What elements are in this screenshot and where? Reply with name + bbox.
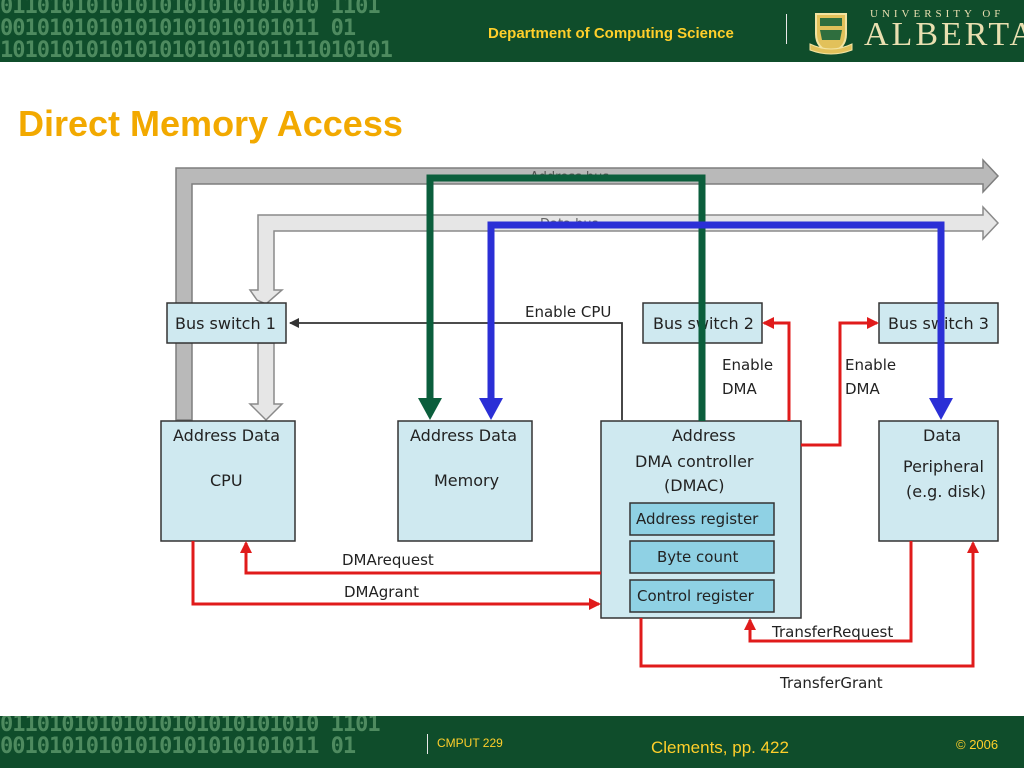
reference-text: Clements, pp. 422: [651, 738, 789, 757]
control-register-label: Control register: [637, 587, 755, 605]
footer-divider: [427, 734, 428, 754]
dma-grant-label: DMAgrant: [344, 583, 419, 601]
enable-dma-2-label-b: DMA: [845, 380, 880, 398]
byte-count-box: [629, 540, 775, 574]
address-register-label: Address register: [636, 510, 759, 528]
dma-data-path-arrowhead-peripheral: [929, 398, 953, 420]
cpu-label: CPU: [210, 471, 243, 490]
dmac-abbr-label: (DMAC): [664, 476, 724, 495]
university-label-small: UNIVERSITY OF: [870, 8, 1005, 20]
copyright-text: © 2006: [956, 737, 999, 752]
university-label-large: ALBERTA: [864, 16, 1024, 53]
dma-grant-signal: [191, 541, 601, 610]
header-banner: 01101010101010101010101010 1101 00101010…: [0, 0, 1024, 62]
dma-address-path-arrowhead: [418, 398, 442, 420]
footer-banner: 01101010101010101010101010 1101 00101010…: [0, 716, 1024, 768]
enable-dma-1-label: Enable: [722, 356, 773, 374]
bus-switch-1-label: Bus switch 1: [175, 314, 276, 333]
enable-cpu-line: [289, 318, 623, 420]
memory-label: Memory: [434, 471, 499, 490]
control-register-box: [629, 579, 775, 613]
transfer-grant-signal: [639, 541, 979, 668]
binary-pattern-row: 00101010101010101010101011 01: [0, 16, 356, 41]
bus-switch-1-box: [166, 302, 287, 344]
enable-dma-2-label: Enable: [845, 356, 896, 374]
course-code: CMPUT 229: [437, 736, 503, 750]
binary-pattern-row: 00101010101010101010101011 01: [0, 734, 356, 759]
peripheral-example-label: (e.g. disk): [906, 482, 986, 501]
byte-count-label: Byte count: [657, 548, 738, 566]
transfer-grant-label: TransferGrant: [779, 674, 883, 692]
peripheral-label: Peripheral: [903, 457, 984, 476]
memory-pins-label: Address Data: [410, 426, 517, 445]
dma-data-path: [487, 221, 945, 403]
dma-address-path: [426, 174, 706, 421]
slide-title: Direct Memory Access: [18, 103, 403, 144]
dmac-pin-label: Address: [672, 426, 736, 445]
enable-dma-signal-2: [801, 317, 879, 447]
dma-request-signal: [240, 541, 601, 575]
enable-cpu-label: Enable CPU: [525, 303, 611, 321]
address-register-box: [629, 502, 775, 536]
dma-data-path-arrowhead-memory: [479, 398, 503, 420]
department-name: Department of Computing Science: [488, 25, 734, 42]
header-divider: [786, 14, 787, 44]
university-crest-icon: [809, 13, 853, 55]
peripheral-pin-label: Data: [923, 426, 961, 445]
cpu-data-link: [248, 342, 284, 422]
address-bus: [175, 158, 1000, 421]
cpu-box: [160, 420, 296, 542]
transfer-request-label: TransferRequest: [771, 623, 893, 641]
peripheral-box: [878, 420, 999, 542]
enable-dma-1-label-b: DMA: [722, 380, 757, 398]
binary-pattern-row: 01101010101010101010101010 1101: [0, 0, 381, 19]
binary-pattern-row: 01101010101010101010101010 1101: [0, 716, 381, 737]
binary-pattern-row: 10101010101010101010101111010101: [0, 38, 393, 62]
enable-dma-signal-1: [762, 317, 791, 421]
memory-box: [397, 420, 533, 542]
transfer-request-signal: [744, 541, 913, 643]
dma-request-label: DMArequest: [342, 551, 434, 569]
cpu-pins-label: Address Data: [173, 426, 280, 445]
dmac-label: DMA controller: [635, 452, 754, 471]
